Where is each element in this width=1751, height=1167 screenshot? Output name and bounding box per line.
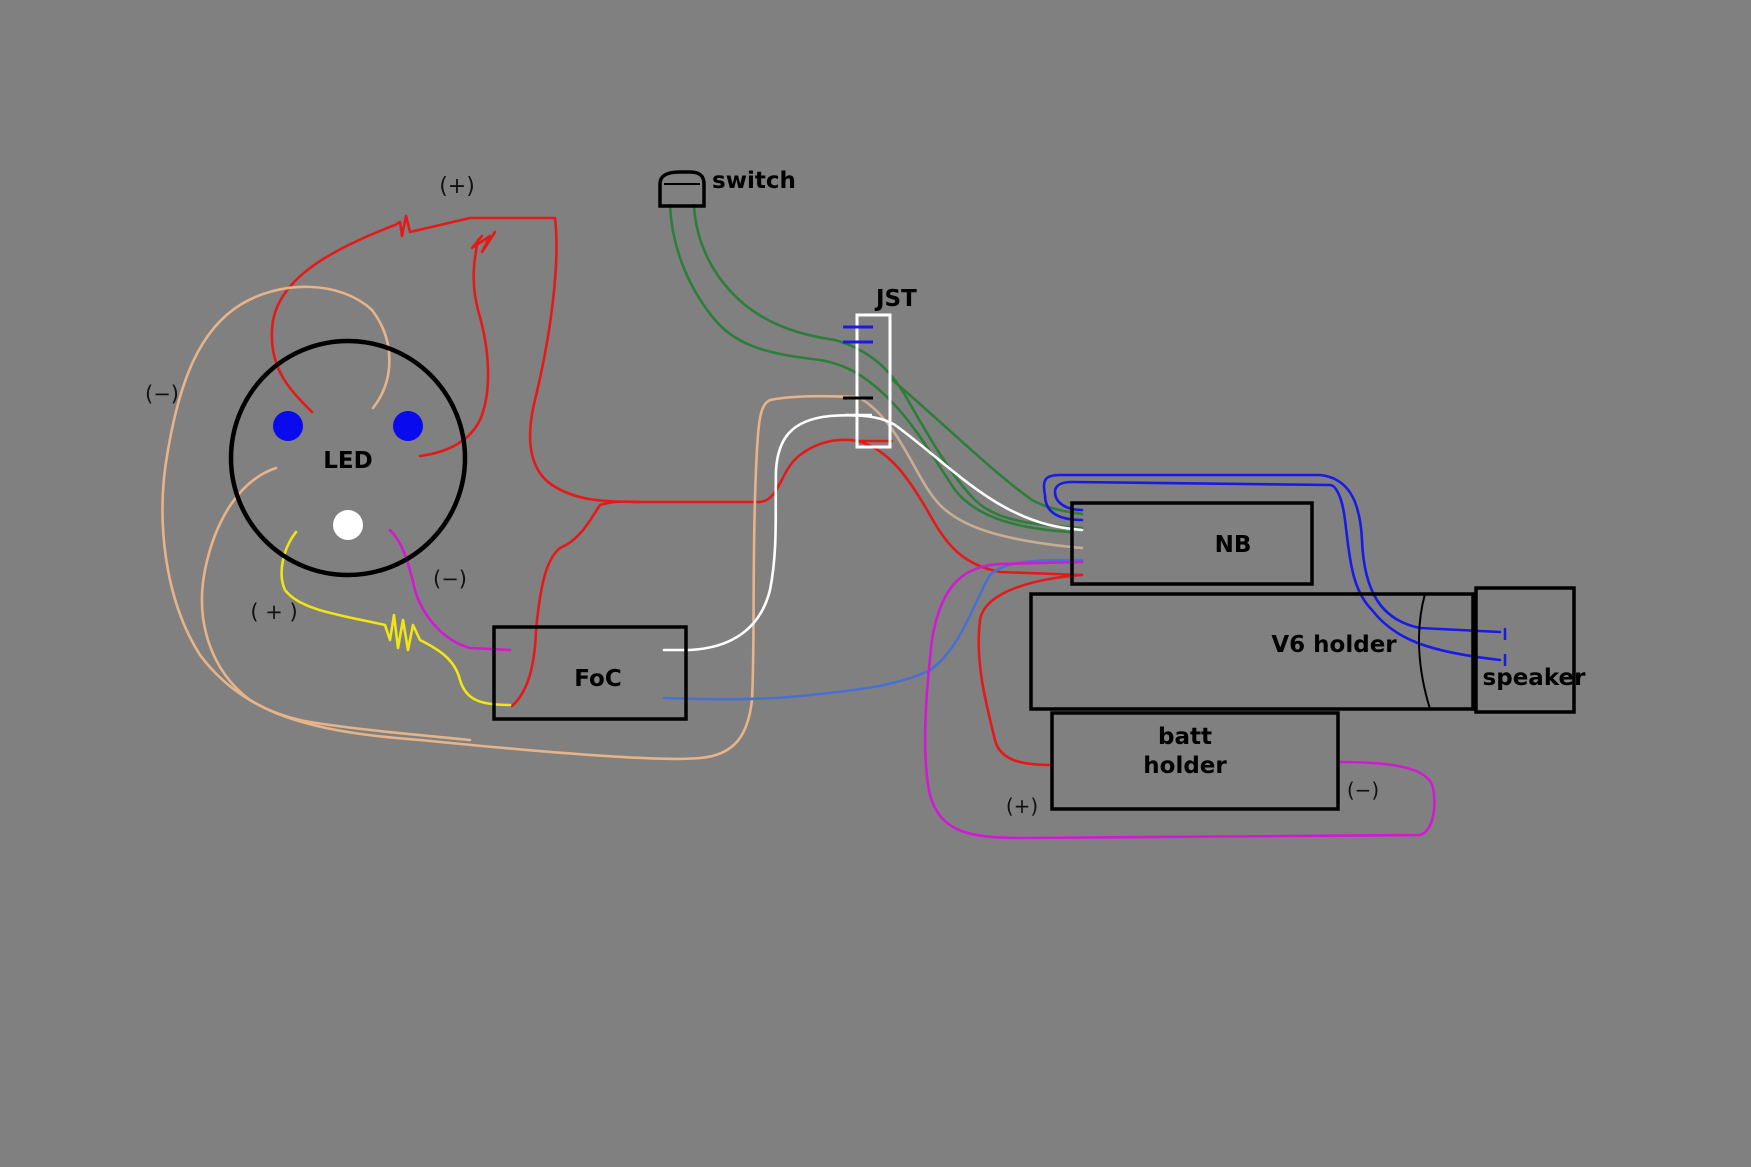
speaker: speaker bbox=[1474, 586, 1587, 714]
red-wire-foc bbox=[510, 500, 642, 708]
led-pad-blue-right bbox=[393, 411, 423, 441]
foc-label: FoC bbox=[574, 666, 621, 692]
light-blue-wire bbox=[662, 558, 1084, 701]
led: LED bbox=[228, 338, 468, 578]
annotation-led-plus-top: (+) bbox=[439, 174, 475, 199]
annotation-led-plus-bottom: ( + ) bbox=[250, 600, 297, 624]
nb-board: NB bbox=[1070, 501, 1314, 586]
batt-holder-label-line1: batt bbox=[1158, 724, 1212, 750]
foc-box bbox=[492, 625, 688, 721]
batt-holder-label-line2: holder bbox=[1143, 753, 1227, 779]
nb-box bbox=[1070, 501, 1314, 586]
v6-holder-label: V6 holder bbox=[1271, 632, 1397, 658]
yellow-wire-led-foc bbox=[280, 530, 512, 707]
v6-holder: V6 holder bbox=[1029, 592, 1475, 711]
tan-wire-inner bbox=[200, 394, 860, 761]
annotation-batt-minus: (−) bbox=[1347, 778, 1379, 802]
white-wire bbox=[662, 413, 1084, 652]
jst-housing bbox=[855, 313, 892, 449]
speaker-box bbox=[1474, 586, 1576, 714]
polarity-annotations: (+) (−) (−) ( + ) (+) (−) bbox=[145, 174, 1379, 818]
led-body bbox=[228, 338, 468, 578]
nb-label: NB bbox=[1215, 532, 1252, 558]
led-pad-blue-left bbox=[273, 411, 303, 441]
led-pad-white bbox=[333, 510, 363, 540]
foc-board: FoC bbox=[492, 625, 688, 721]
annotation-batt-plus: (+) bbox=[1006, 794, 1038, 818]
green-wire-1 bbox=[668, 203, 1072, 534]
green-wire-3 bbox=[888, 376, 1084, 516]
annotation-led-minus-left: (−) bbox=[145, 382, 179, 406]
switch-label: switch bbox=[712, 168, 796, 194]
blue-wire-speaker-1 bbox=[1042, 473, 1502, 634]
annotation-led-minus-right: (−) bbox=[433, 567, 467, 591]
red-wire-to-jst bbox=[758, 438, 894, 504]
switch: switch bbox=[658, 168, 796, 208]
batt-holder-box bbox=[1050, 711, 1340, 811]
blue-wire-speaker-2 bbox=[1053, 480, 1502, 662]
switch-button bbox=[658, 170, 706, 208]
red-wire-jst-nb bbox=[856, 439, 1084, 577]
magenta-wire-batt-minus bbox=[923, 560, 1436, 840]
red-wire-batt-plus bbox=[977, 573, 1084, 767]
v6-holder-curve bbox=[1418, 593, 1431, 710]
jst-label: JST bbox=[874, 286, 917, 312]
speaker-label: speaker bbox=[1483, 665, 1587, 691]
red-wire-led-loop bbox=[270, 214, 762, 504]
v6-holder-box bbox=[1029, 592, 1475, 711]
jst-connector: JST bbox=[843, 286, 917, 449]
wires bbox=[161, 203, 1502, 840]
tan-wire-led-minus bbox=[161, 285, 472, 742]
magenta-wire-led-foc bbox=[388, 528, 512, 652]
led-label: LED bbox=[323, 448, 372, 474]
batt-holder: batt holder bbox=[1050, 711, 1340, 811]
green-wire-2 bbox=[692, 203, 1084, 530]
